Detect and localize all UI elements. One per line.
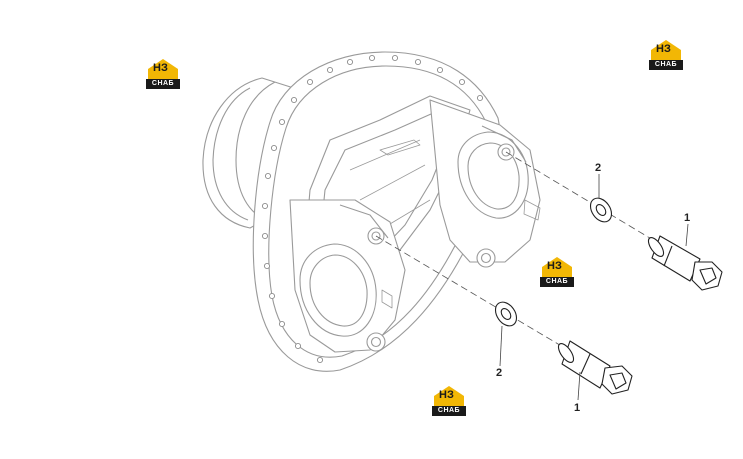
lock-washer-upper [589,197,613,223]
lock-washer-lower [494,301,518,327]
house-icon [148,59,178,81]
hex-bolt-upper [647,235,723,291]
hex-bolt-lower [557,340,633,395]
callout-bolt-upper: 1 [684,212,690,224]
watermark-mark: НЗ [656,43,671,55]
differential-housing [202,51,541,372]
watermark-brand: СНАБ [432,406,466,416]
callout-leader-lines [499,174,689,401]
watermark-logo-top-right: НЗ СНАБ [649,38,683,72]
house-icon [651,40,681,62]
house-icon [434,386,464,408]
house-icon [542,257,572,279]
flange-bolt-holes [261,54,484,364]
callout-washer-lower: 2 [496,367,502,379]
callout-washer-upper: 2 [595,162,601,174]
watermark-brand: СНАБ [146,79,180,89]
watermark-logo-middle: НЗ СНАБ [540,255,574,289]
watermark-brand: СНАБ [540,277,574,287]
watermark-logo-top-left: НЗ СНАБ [146,57,180,91]
watermark-mark: НЗ [439,389,454,401]
watermark-mark: НЗ [547,260,562,272]
watermark-brand: СНАБ [649,60,683,70]
watermark-mark: НЗ [153,62,168,74]
watermark-logo-bottom: НЗ СНАБ [432,384,466,418]
callout-bolt-lower: 1 [574,402,580,414]
